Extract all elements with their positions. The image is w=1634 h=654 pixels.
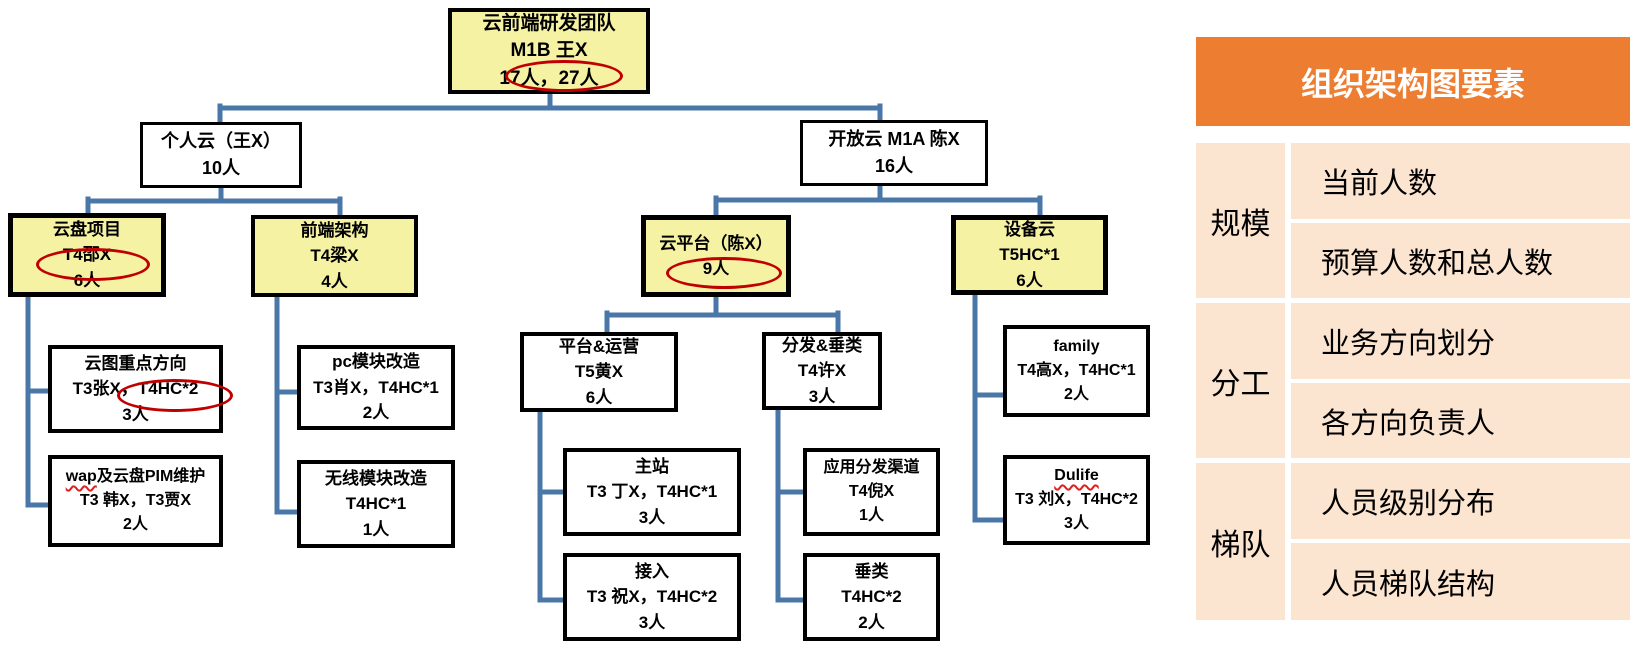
node-staff: T3肖X，T4HC*1 (313, 377, 439, 397)
node-headcount: 17人，27人 (499, 67, 599, 89)
panel-item-text: 人员级别分布 (1321, 488, 1496, 520)
node-title: 开放云 M1A 陈X (828, 129, 960, 149)
node-staff: T4HC*1 (345, 494, 407, 514)
node-platform-operations: 平台&运营 T5黄X 6人 (520, 332, 678, 412)
node-headcount: 2人 (858, 612, 885, 632)
node-headcount: 6人 (1016, 270, 1043, 290)
node-manager: T4梁X (310, 246, 359, 266)
panel-item-text: 当前人数 (1321, 168, 1438, 200)
node-staff: T3 韩X，T3贾X (79, 492, 192, 509)
panel-title: 组织架构图要素 (1196, 37, 1630, 126)
node-staff: T4许X (797, 361, 847, 381)
node-headcount: 2人 (362, 403, 390, 423)
node-staff: T4高X，T4HC*1 (1017, 362, 1136, 379)
node-personal-cloud: 个人云（王X） 10人 (140, 122, 302, 188)
node-headcount: 3人 (638, 612, 666, 632)
node-title: 设备云 (1004, 219, 1055, 239)
node-title: 平台&运营 (558, 336, 640, 356)
node-title: 垂类 (854, 561, 889, 581)
panel-item: 当前人数 (1291, 143, 1630, 219)
node-title: 接入 (635, 561, 669, 581)
node-title: 前端架构 (300, 220, 369, 240)
node-access: 接入 T3 祝X，T4HC*2 3人 (563, 553, 741, 641)
wavy-underline-text: wap (65, 468, 97, 485)
node-staff: T3 丁X，T4HC*1 (586, 482, 718, 502)
panel-title-text: 组织架构图要素 (1300, 65, 1525, 102)
panel-category-division: 分工 (1196, 303, 1285, 458)
panel-item: 人员级别分布 (1291, 463, 1630, 539)
node-device-cloud: 设备云 T5HC*1 6人 (951, 215, 1108, 295)
node-headcount: 9人 (702, 259, 730, 278)
node-open-cloud: 开放云 M1A 陈X 16人 (800, 120, 988, 186)
panel-item-text: 各方向负责人 (1321, 407, 1496, 440)
node-title: 云前端研发团队 (482, 12, 616, 34)
node-headcount: 3人 (638, 507, 666, 527)
node-title: 无线模块改造 (325, 468, 427, 488)
node-main-site: 主站 T3 丁X，T4HC*1 3人 (563, 448, 741, 536)
panel-category-label: 规模 (1210, 207, 1271, 241)
node-headcount: 6人 (585, 387, 613, 407)
node-cloud-photo-focus: 云图重点方向 T3张X，T4HC*2 3人 (48, 345, 223, 433)
node-app-distribution-channel: 应用分发渠道 T4倪X 1人 (803, 448, 940, 536)
panel-item: 预算人数和总人数 (1291, 223, 1630, 298)
node-dulife: Dulife T3 刘X，T4HC*2 3人 (1003, 455, 1150, 545)
node-headcount: 3人 (122, 404, 149, 424)
node-title: 分发&垂类 (781, 335, 863, 355)
node-wap-pim-maintenance: wap及云盘PIM维护 T3 韩X，T3贾X 2人 (48, 455, 223, 547)
node-headcount: 1人 (859, 507, 884, 524)
node-title: 个人云（王X） (160, 131, 281, 151)
node-staff: T3 祝X，T4HC*2 (586, 587, 718, 607)
node-title: pc模块改造 (332, 352, 420, 372)
node-title: 主站 (635, 456, 669, 476)
node-headcount: 10人 (201, 158, 241, 178)
node-manager: M1B 王X (510, 40, 588, 62)
node-title: 云盘项目 (53, 219, 121, 239)
node-headcount: 4人 (321, 271, 348, 291)
node-headcount: 1人 (362, 519, 390, 539)
node-headcount: 2人 (123, 516, 148, 533)
node-distribution-vertical: 分发&垂类 T4许X 3人 (762, 332, 882, 410)
node-frontend-architecture: 前端架构 T4梁X 4人 (251, 215, 418, 297)
node-cloud-platform: 云平台（陈X） 9人 (641, 215, 791, 297)
node-cloud-disk-project: 云盘项目 T4邵X 6人 (8, 213, 166, 297)
panel-item-text: 业务方向划分 (1321, 328, 1496, 360)
node-headcount: 3人 (808, 386, 836, 406)
node-headcount: 16人 (874, 156, 914, 176)
node-pc-module-refactor: pc模块改造 T3肖X，T4HC*1 2人 (297, 345, 455, 430)
panel-item: 各方向负责人 (1291, 383, 1630, 458)
node-title: wap及云盘PIM维护 (65, 468, 206, 485)
panel-category-label: 梯队 (1210, 528, 1271, 562)
panel-item: 业务方向划分 (1291, 303, 1630, 379)
node-staff: T5HC*1 (999, 245, 1060, 265)
node-cloud-frontend-team: 云前端研发团队 M1B 王X 17人，27人 (448, 8, 650, 94)
node-staff: T4HC*2 (841, 587, 902, 607)
panel-item: 人员梯队结构 (1291, 543, 1630, 620)
node-headcount: 6人 (73, 270, 101, 290)
node-title: family (1053, 338, 1100, 355)
node-staff: T4倪X (848, 483, 895, 500)
panel-category-scale: 规模 (1196, 143, 1285, 298)
node-manager: T4邵X (62, 245, 112, 265)
node-title: Dulife (1054, 467, 1099, 484)
node-family: family T4高X，T4HC*1 2人 (1003, 325, 1150, 417)
panel-category-echelon: 梯队 (1196, 463, 1285, 620)
panel-item-text: 预算人数和总人数 (1321, 247, 1554, 280)
node-headcount: 2人 (1064, 386, 1089, 403)
panel-category-label: 分工 (1210, 367, 1271, 401)
node-wireless-module-refactor: 无线模块改造 T4HC*1 1人 (297, 460, 455, 548)
panel-item-text: 人员梯队结构 (1321, 568, 1496, 601)
node-staff: T3张X，T4HC*2 (72, 379, 199, 399)
node-title: 应用分发渠道 (823, 459, 920, 476)
node-headcount: 3人 (1064, 515, 1089, 532)
node-title: 云图重点方向 (84, 353, 187, 373)
node-title: 云平台（陈X） (659, 233, 773, 253)
node-staff: T3 刘X，T4HC*2 (1015, 491, 1138, 508)
node-staff: T5黄X (574, 362, 624, 382)
node-vertical-category: 垂类 T4HC*2 2人 (803, 553, 940, 641)
